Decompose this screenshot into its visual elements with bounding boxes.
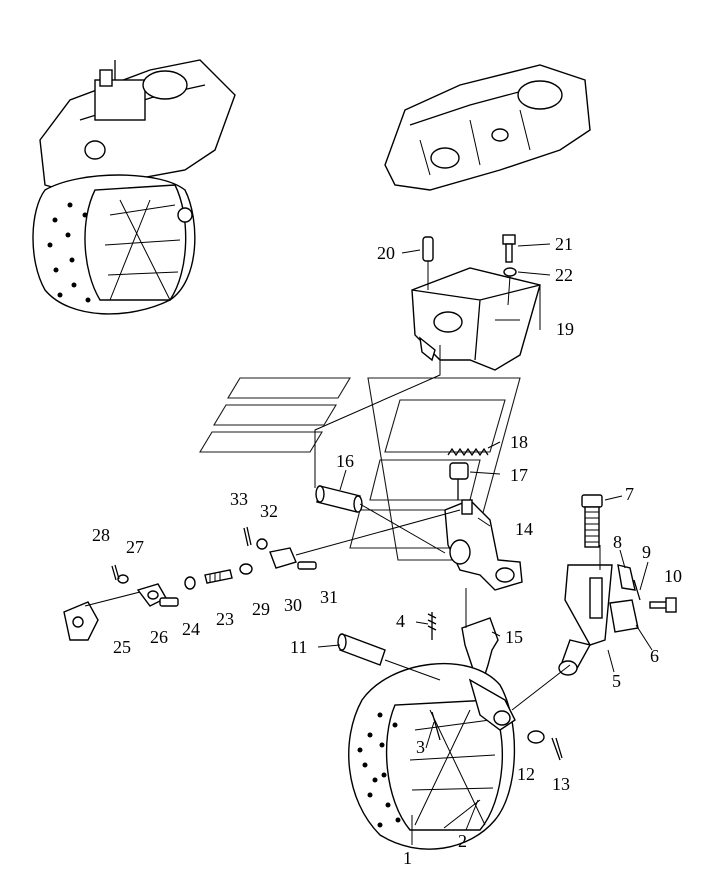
callout-20: 20: [377, 243, 395, 263]
part-7-adjuster: [581, 494, 603, 548]
part-10-bolt: [649, 597, 677, 613]
callout-16: 16: [336, 451, 354, 471]
part-1-brake-band: [348, 662, 516, 850]
part-21-bolt: [502, 234, 516, 263]
part-32-nut: [256, 538, 268, 550]
part-8-plate: [617, 564, 636, 591]
part-9-pin: [633, 579, 641, 601]
callout-31: 31: [320, 587, 338, 607]
callout-26: 26: [150, 627, 168, 647]
callout-24: 24: [182, 619, 200, 639]
callout-19: 19: [556, 319, 574, 339]
part-31-pin: [297, 561, 317, 570]
housing-assembly-left: [32, 59, 236, 315]
callout-28: 28: [92, 525, 110, 545]
part-18-spring: [447, 447, 489, 457]
callout-32: 32: [260, 501, 278, 521]
part-26-pin: [159, 597, 179, 607]
part-23-bolt: [204, 569, 233, 584]
callout-17: 17: [510, 465, 528, 485]
part-16-shaft: [315, 485, 363, 513]
callout-15: 15: [505, 627, 523, 647]
part-29-nut: [239, 563, 253, 575]
callout-14: 14: [515, 519, 533, 539]
callout-7: 7: [625, 484, 634, 504]
callout-8: 8: [613, 532, 622, 552]
callout-3: 3: [416, 737, 425, 757]
callout-13: 13: [552, 774, 570, 794]
callout-10: 10: [664, 566, 682, 586]
callout-30: 30: [284, 595, 302, 615]
part-15-cam: [461, 617, 499, 693]
callout-9: 9: [642, 542, 651, 562]
callout-29: 29: [252, 599, 270, 619]
assembly-lines: [84, 261, 601, 711]
part-19-bracket: [411, 267, 541, 371]
housing-assembly-right: [384, 64, 591, 191]
callout-4: 4: [396, 611, 405, 631]
callout-12: 12: [517, 764, 535, 784]
part-17-clevis: [449, 462, 469, 500]
part-5-rod: [558, 564, 613, 676]
part-14-lever: [444, 499, 523, 591]
yoke-end-fitting: [63, 601, 99, 641]
callout-33: 33: [230, 489, 248, 509]
callout-23: 23: [216, 609, 234, 629]
part-13-cotter-pin: [551, 737, 563, 761]
callout-1: 1: [403, 848, 412, 868]
part-3-bolt: [431, 711, 441, 741]
callout-6: 6: [650, 646, 659, 666]
callout-22: 22: [555, 265, 573, 285]
part-28-cotter-pin: [111, 564, 120, 581]
callout-5: 5: [612, 671, 621, 691]
callout-27: 27: [126, 537, 144, 557]
callout-labels: 1 2 3 4 5 6 7 8 9 10 11 12 13 14 15 16 1…: [92, 234, 682, 868]
callout-2: 2: [458, 831, 467, 851]
part-12-washer: [527, 730, 545, 744]
part-22-washer: [503, 267, 517, 277]
part-6-block: [609, 599, 639, 633]
part-33-cotter-pin: [243, 526, 252, 547]
callout-21: 21: [555, 234, 573, 254]
part-30-clevis: [269, 547, 297, 569]
part-27-washer: [117, 574, 129, 584]
part-4-spring-pin: [427, 612, 437, 640]
part-11-pin: [337, 633, 386, 666]
callout-18: 18: [510, 432, 528, 452]
callout-leaders: [317, 243, 653, 845]
callout-25: 25: [113, 637, 131, 657]
part-24-nut: [184, 576, 196, 590]
callout-11: 11: [290, 637, 307, 657]
part-20-pin: [422, 236, 434, 262]
